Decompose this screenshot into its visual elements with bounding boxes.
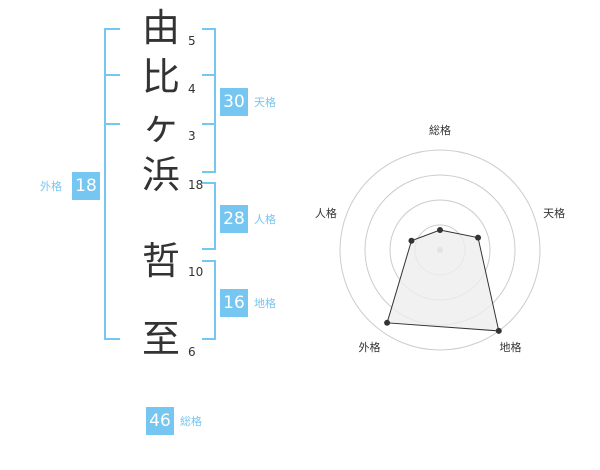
tenkaku-value: 30 (220, 88, 248, 116)
radar-point (437, 227, 443, 233)
stroke-count: 3 (188, 129, 196, 143)
radar-axis-label: 総格 (429, 123, 451, 137)
soukaku-label: 総格 (180, 415, 202, 428)
kanji-char: 由 (141, 6, 180, 50)
jinkaku-value: 28 (220, 205, 248, 233)
radar-axis-label: 地格 (500, 340, 522, 354)
radar-series-area (386, 229, 500, 332)
bracket-tick (104, 74, 120, 76)
gaikaku-value: 18 (72, 172, 100, 200)
radar-point (495, 327, 502, 334)
jinkaku-bracket (202, 182, 216, 250)
radar-axis-label: 天格 (543, 206, 565, 220)
kanji-char: 比 (141, 55, 180, 99)
chikaku-label: 地格 (254, 297, 276, 310)
radar-point (384, 319, 391, 326)
radar-grid-ring (339, 149, 541, 351)
kanji-char: ヶ (141, 104, 180, 148)
radar-axis-label: 外格 (358, 340, 380, 354)
gaikaku-bracket (104, 28, 120, 340)
jinkaku-label: 人格 (254, 213, 276, 226)
stroke-count: 4 (188, 82, 196, 96)
chikaku-bracket (202, 260, 216, 340)
bracket-tick (104, 123, 120, 125)
bracket-tick (202, 123, 216, 125)
gaikaku-label: 外格 (40, 180, 62, 193)
soukaku-value: 46 (146, 407, 174, 435)
radar-point (475, 234, 482, 241)
bracket-tick (202, 74, 216, 76)
kanji-char: 哲 (141, 239, 180, 283)
stroke-count: 6 (188, 345, 196, 359)
kanji-char: 至 (141, 317, 180, 361)
radar-point (408, 237, 415, 244)
tenkaku-label: 天格 (254, 96, 276, 109)
tenkaku-bracket (202, 28, 216, 173)
kanji-char: 浜 (141, 153, 180, 197)
stroke-count: 18 (188, 178, 204, 192)
stroke-count: 5 (188, 34, 196, 48)
stroke-count: 10 (188, 265, 204, 279)
radar-axis-label: 人格 (315, 206, 337, 220)
chikaku-value: 16 (220, 289, 248, 317)
